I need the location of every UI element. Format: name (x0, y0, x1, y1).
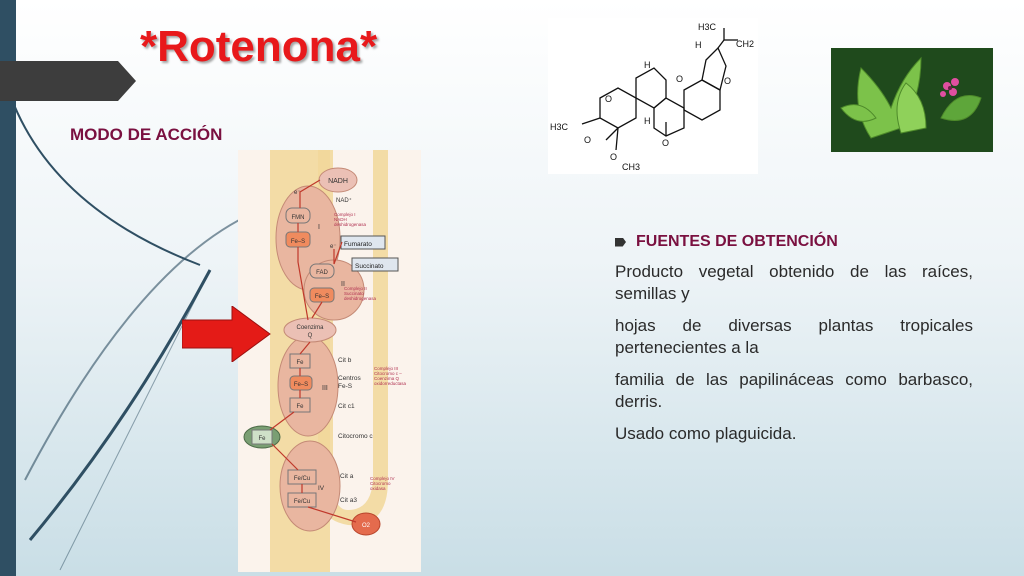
label-e-minus-2: e⁻ (330, 244, 337, 250)
label-complex-2: II (341, 281, 345, 288)
chem-o-meo-1: O (584, 135, 591, 145)
chem-o-ring-3: O (724, 76, 731, 86)
chem-ch2: CH2 (736, 39, 754, 49)
chem-ch3-bottom: CH3 (622, 162, 640, 172)
note-complex-2-c: deshidrogenasa (344, 296, 377, 301)
left-accent-bar (0, 0, 16, 576)
note-complex-1-b: NADH (334, 217, 347, 222)
label-complex-3: III (322, 385, 328, 392)
label-cit-b: Cit b (338, 357, 352, 364)
label-fumarato: Fumarato (344, 241, 372, 248)
label-coenzima-q: Q (308, 333, 313, 339)
label-fes-1: Fe–S (291, 239, 305, 245)
fuentes-section: FUENTES DE OBTENCIÓN Producto vegetal ob… (615, 233, 973, 455)
label-cit-a: Cit a (340, 473, 354, 480)
label-centros-fes: Fe-S (338, 383, 353, 390)
chem-o-ketone: O (662, 138, 669, 148)
slide-title: *Rotenona* (140, 22, 378, 71)
note-complex-4-a: Complejo IV (370, 476, 395, 481)
fuentes-paragraph-4: Usado como plaguicida. (615, 424, 797, 443)
label-fad: FAD (316, 270, 328, 276)
label-fecu-2: Fe/Cu (294, 499, 310, 505)
fuentes-paragraph-1: Producto vegetal obtenido de las raíces,… (615, 262, 973, 303)
label-fe-a: Fe (296, 360, 304, 366)
note-complex-3-b: Citocromo c – (374, 371, 402, 376)
chem-h-right: H (695, 40, 702, 50)
label-cit-a3: Cit a3 (340, 497, 357, 504)
label-fmn: FMN (292, 215, 305, 221)
bullet-arrow-icon (615, 237, 626, 247)
fuentes-heading-text: FUENTES DE OBTENCIÓN (636, 233, 838, 250)
label-fecu-1: Fe/Cu (294, 476, 310, 482)
electron-transport-diagram: NADH e⁻ NAD⁺ FMN Fe–S I Complejo I NADH … (238, 150, 421, 572)
label-o2: O2 (362, 523, 371, 529)
label-fes-2: Fe–S (315, 294, 329, 300)
label-centros: Centros (338, 375, 362, 382)
label-nad-plus: NAD⁺ (336, 197, 352, 204)
decorative-lines (0, 59, 260, 571)
section-label: MODO DE ACCIÓN (70, 125, 223, 144)
chem-o-meo-2: O (610, 152, 617, 162)
fuentes-paragraph-3: familia de las papilináceas como barbasc… (615, 370, 973, 411)
fuentes-paragraph-2: hojas de diversas plantas tropicales per… (615, 316, 973, 357)
note-complex-4-b: Citocromo (370, 481, 391, 486)
fuentes-heading: FUENTES DE OBTENCIÓN (615, 233, 973, 251)
label-fe-b: Fe (296, 404, 304, 410)
chem-o-ring-1: O (605, 94, 612, 104)
note-complex-2-a: Complejo II (344, 286, 367, 291)
note-complex-3-a: Complejo III (374, 366, 398, 371)
red-arrow-icon (182, 306, 271, 362)
chem-h3c-top: H3C (698, 22, 717, 32)
rotenone-structure: H3C CH2 H H H O O O O H3C O O CH3 (548, 18, 758, 174)
label-e-minus: e⁻ (294, 190, 301, 196)
label-succinato: Succinato (355, 263, 384, 270)
chem-h-mid-bottom: H (644, 116, 651, 126)
label-fes-3: Fe–S (294, 382, 308, 388)
note-complex-2-b: Succinato (344, 291, 364, 296)
label-nadh: NADH (328, 178, 348, 185)
plant-photo (831, 48, 993, 152)
note-complex-3-d: oxidorreductasa (374, 381, 407, 386)
chem-o-ring-2: O (676, 74, 683, 84)
title-tab-shape (0, 61, 136, 101)
chem-h-mid-top: H (644, 60, 651, 70)
label-citocromo-c: Citocromo c (338, 433, 373, 440)
note-complex-4-c: oxidasa (370, 486, 386, 491)
note-complex-3-c: Coenzima Q (374, 376, 400, 381)
chem-h3c-left: H3C (550, 122, 569, 132)
note-complex-1-a: Complejo I (334, 212, 356, 217)
label-complex-1: I (318, 224, 320, 231)
label-coenzima: Coenzima (296, 325, 324, 331)
label-fe-c: Fe (258, 436, 266, 442)
label-cit-c1: Cit c1 (338, 403, 355, 410)
label-complex-4: IV (318, 485, 325, 492)
note-complex-1-c: deshidrogenasa (334, 222, 367, 227)
